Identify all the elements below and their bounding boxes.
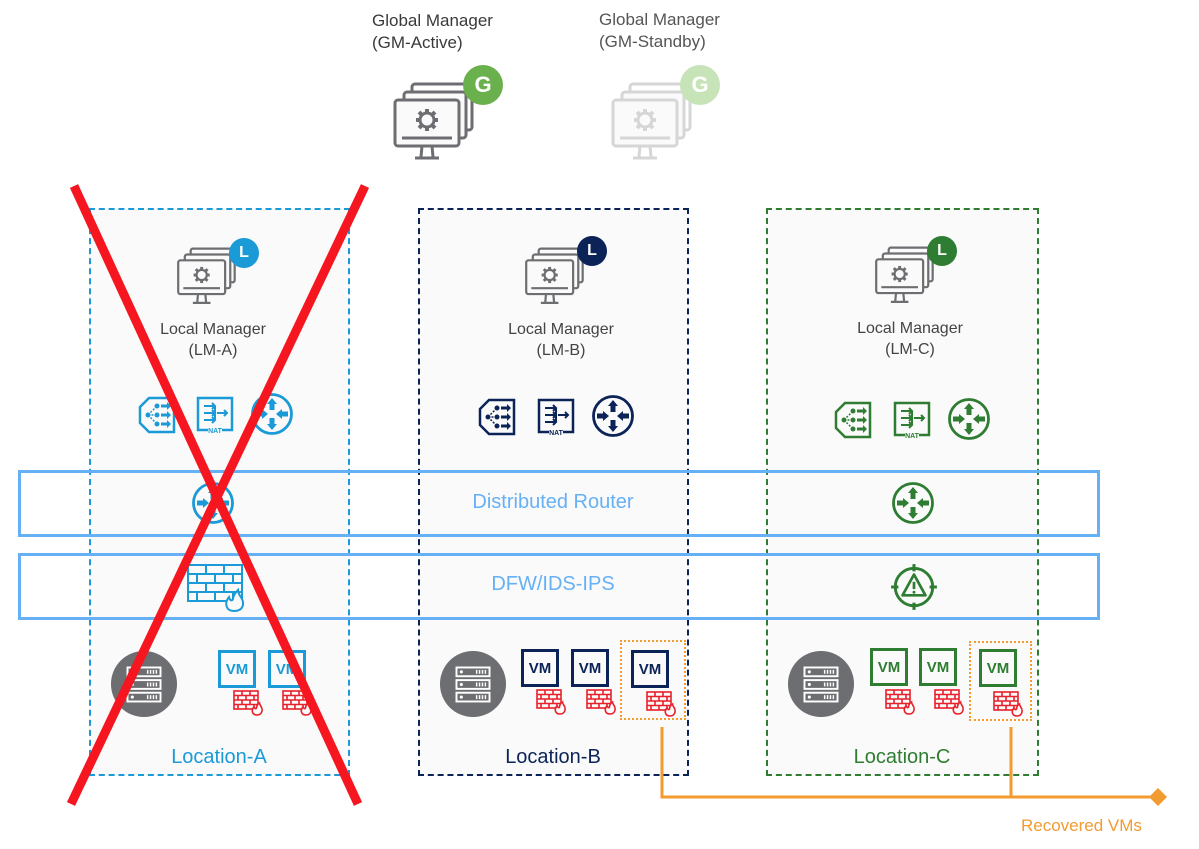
gm-active-badge: G [463,65,503,105]
dfw-ids-ips-band [18,553,1100,620]
lm-b-label: Local Manager (LM-B) [461,319,661,361]
dfw-ids-ips-label: DFW/IDS-IPS [491,573,615,595]
gm-active-role: (GM-Active) [372,33,463,52]
location-b-recovered-vm-frame [620,640,686,720]
location-b-vm-2: VM [571,649,609,687]
gm-standby-title: Global Manager [599,10,720,29]
location-b-vm-1: VM [521,649,559,687]
recovery-diamond-icon [1149,788,1167,806]
lm-c-title: Local Manager [857,320,963,337]
lm-b-title: Local Manager [508,321,614,338]
location-c-vm-1: VM [870,648,908,686]
gm-standby-badge-letter: G [691,72,709,97]
lm-c-badge-letter: L [937,242,947,259]
lm-a-title: Local Manager [160,321,266,338]
lm-a-id: (LM-A) [188,342,238,359]
gm-active: Global Manager (GM-Active) [372,10,493,54]
vm-label: VM [528,659,552,677]
lm-b-badge: L [577,236,607,266]
vm-label: VM [926,658,950,676]
location-a-vm-1: VM [218,650,256,688]
gm-standby-badge: G [680,65,720,105]
gm-active-title: Global Manager [372,11,493,30]
distributed-router-band [18,470,1100,537]
location-b-name: Location-B [505,746,601,768]
gm-standby-role: (GM-Standby) [599,32,706,51]
vm-label: VM [578,659,602,677]
lm-b-badge-letter: L [587,242,597,259]
vm-label: VM [877,658,901,676]
location-c-recovered-vm: VM [979,649,1017,687]
location-a-name: Location-A [171,746,267,768]
vm-label: VM [225,660,249,678]
lm-c-label: Local Manager (LM-C) [810,318,1010,360]
distributed-router-label: Distributed Router [472,491,634,513]
vm-label: VM [638,660,662,678]
location-c-vm-2: VM [919,648,957,686]
lm-c-id: (LM-C) [885,341,935,358]
gm-active-badge-letter: G [474,72,492,97]
lm-a-label: Local Manager (LM-A) [113,319,313,361]
lm-a-badge: L [229,238,259,268]
recovered-vms-label: Recovered VMs [1021,816,1142,835]
gm-standby: Global Manager (GM-Standby) [599,9,720,53]
lm-c-badge: L [927,236,957,266]
lm-b-id: (LM-B) [536,342,586,359]
location-c-name: Location-C [853,746,951,768]
vm-label: VM [986,659,1010,677]
location-b-recovered-vm: VM [631,650,669,688]
recovery-line [660,727,1158,799]
lm-a-badge-letter: L [239,244,249,261]
location-c-recovered-vm-frame [969,641,1032,721]
